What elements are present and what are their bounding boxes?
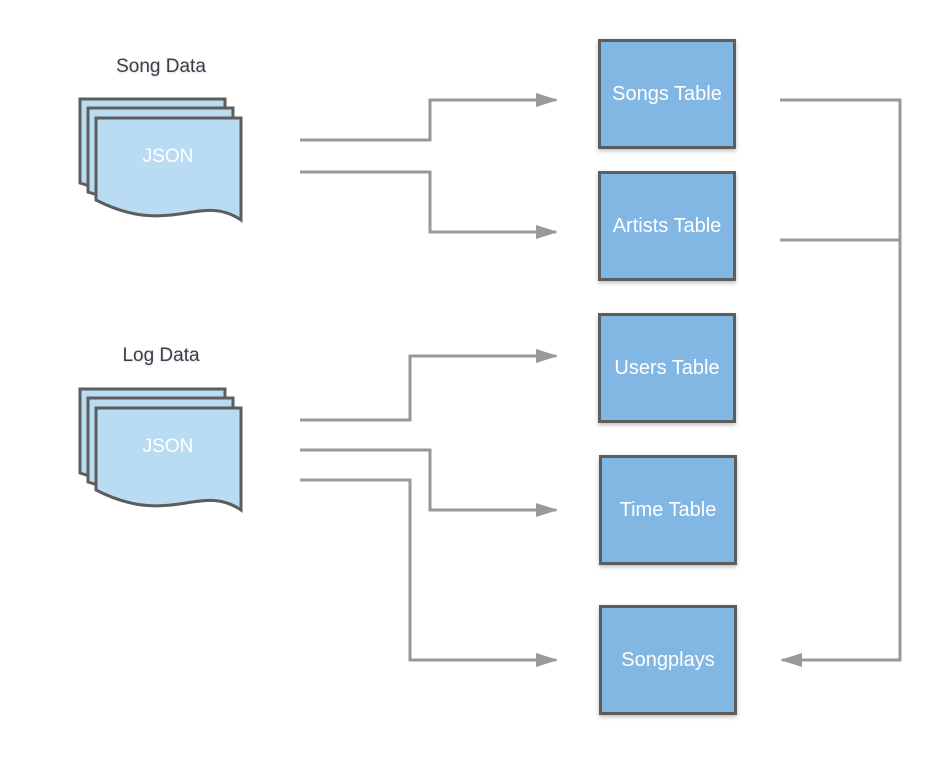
time-table-label: Time Table	[619, 498, 717, 521]
arrow-song-data-to-songs-table	[300, 93, 558, 142]
log-data-document-stack	[78, 387, 243, 513]
arrow-songs-artists-to-songplays	[780, 240, 902, 667]
users-table-box: Users Table	[598, 313, 736, 423]
songplays-table-box: Songplays	[599, 605, 737, 715]
log-data-json-label: JSON	[142, 436, 194, 457]
song-data-title: Song Data	[116, 56, 206, 77]
songs-table-label: Songs Table	[612, 82, 722, 105]
time-table-box: Time Table	[599, 455, 737, 565]
artists-table-box: Artists Table	[598, 171, 736, 281]
song-data-document-stack	[78, 97, 243, 223]
artists-table-label: Artists Table	[612, 214, 722, 237]
arrow-song-data-to-artists-table	[300, 170, 558, 239]
users-table-label: Users Table	[614, 356, 720, 379]
log-data-title: Log Data	[122, 345, 200, 366]
arrow-log-data-to-users-table	[300, 349, 558, 422]
arrow-log-data-to-songplays	[300, 478, 558, 667]
songplays-table-label: Songplays	[621, 648, 715, 671]
songs-table-box: Songs Table	[598, 39, 736, 149]
arrow-log-data-to-time-table	[300, 448, 558, 517]
song-data-json-label: JSON	[142, 146, 194, 167]
connector-songs-table-out	[780, 98, 902, 240]
